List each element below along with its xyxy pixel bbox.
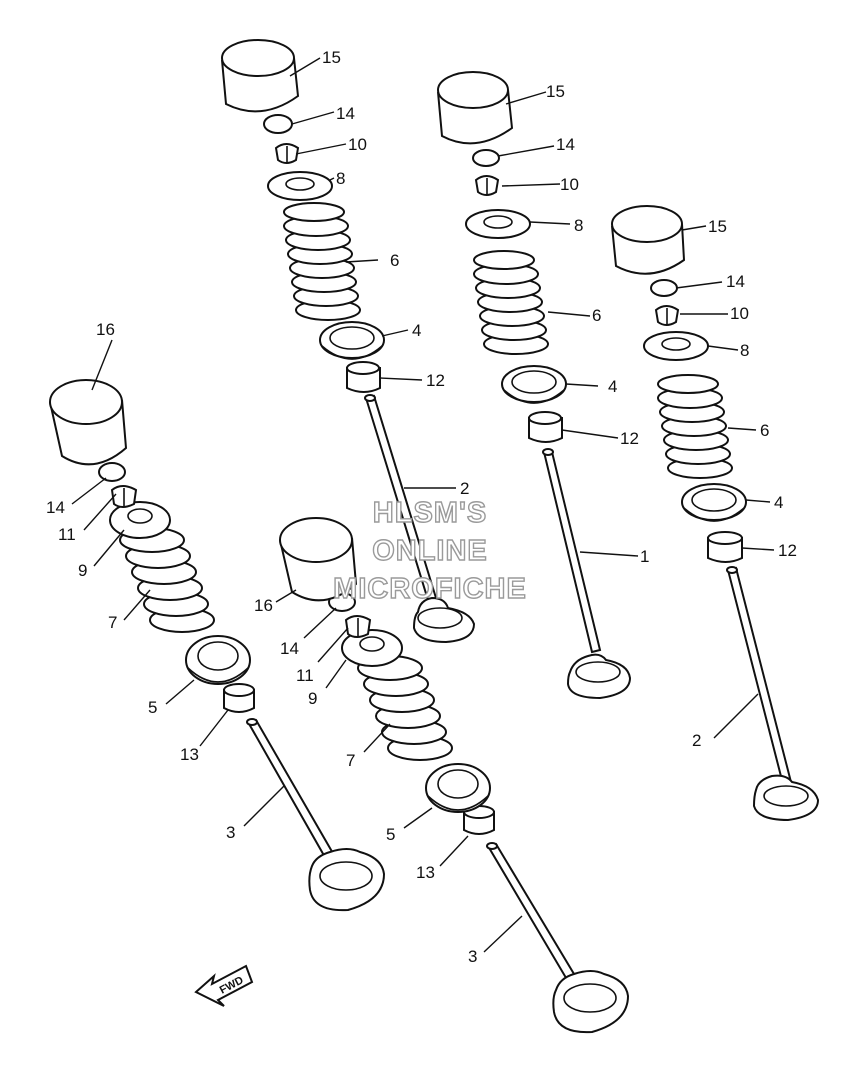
label-5-d: 5 [148, 698, 157, 717]
valve-seal-12-c [707, 531, 743, 563]
label-2-c: 2 [692, 731, 701, 750]
label-3-e: 3 [468, 947, 477, 966]
valve-3-e [486, 842, 630, 1034]
shim-14-a [263, 114, 293, 134]
watermark-line-3: MICROFICHE [333, 573, 527, 605]
lifter-16-e [279, 517, 358, 602]
label-9-e: 9 [308, 689, 317, 708]
valve-assembly-b: 15 14 10 8 6 4 12 1 [437, 71, 649, 700]
label-16-d: 16 [96, 320, 115, 339]
label-9-d: 9 [78, 561, 87, 580]
label-12-a: 12 [426, 371, 445, 390]
spring-7-e [357, 655, 453, 761]
label-13-d: 13 [180, 745, 199, 764]
label-15-c: 15 [708, 217, 727, 236]
label-14-e: 14 [280, 639, 299, 658]
label-14-d: 14 [46, 498, 65, 517]
label-8-b: 8 [574, 216, 583, 235]
cotter-11-e [344, 615, 372, 638]
label-16-e: 16 [254, 596, 273, 615]
watermark-line-2: ONLINE [372, 535, 488, 567]
label-15-b: 15 [546, 82, 565, 101]
cotter-10-b [474, 175, 500, 196]
label-7-d: 7 [108, 613, 117, 632]
cotter-10-c [654, 305, 680, 326]
valve-seal-13-d [223, 683, 255, 713]
shim-14-d [98, 462, 126, 482]
label-6-a: 6 [390, 251, 399, 270]
valve-assembly-e: 16 14 11 9 7 5 13 3 [254, 517, 630, 1034]
label-14-c: 14 [726, 272, 745, 291]
lifter-15-c [611, 205, 686, 275]
label-12-b: 12 [620, 429, 639, 448]
spring-6-a [283, 202, 361, 321]
spring-seat-5-e [425, 763, 491, 813]
lifter-15-b [437, 71, 514, 145]
lifter-15-a [221, 39, 300, 113]
valve-2-c [726, 566, 820, 822]
valve-1-b [542, 448, 632, 700]
label-4-a: 4 [412, 321, 421, 340]
fwd-arrow-icon: FWD [194, 964, 254, 1007]
spring-seat-4-c [681, 483, 747, 522]
watermark-line-1: HLSM'S [373, 497, 487, 529]
retainer-8-c [643, 331, 709, 361]
lifter-16-d [49, 379, 128, 466]
retainer-9-e [341, 629, 403, 667]
label-1-b: 1 [640, 547, 649, 566]
retainer-9-d [109, 501, 171, 539]
spring-6-b [473, 250, 549, 355]
retainer-8-a [267, 171, 333, 201]
valve-2-a [364, 394, 476, 644]
label-8-a: 8 [336, 169, 345, 188]
label-3-d: 3 [226, 823, 235, 842]
label-14-b: 14 [556, 135, 575, 154]
spring-seat-4-a [319, 321, 385, 360]
label-8-c: 8 [740, 341, 749, 360]
label-13-e: 13 [416, 863, 435, 882]
shim-14-b [472, 149, 500, 167]
label-11-d: 11 [58, 525, 76, 544]
retainer-8-b [465, 209, 531, 239]
label-10-a: 10 [348, 135, 367, 154]
valve-assembly-a: 15 14 10 8 6 4 12 2 [221, 39, 476, 644]
spring-7-d [119, 527, 215, 633]
label-10-c: 10 [730, 304, 749, 323]
label-11-e: 11 [296, 666, 314, 685]
spring-seat-5-d [185, 635, 251, 685]
cotter-10-a [274, 143, 300, 164]
valve-seal-12-a [346, 361, 381, 393]
label-12-c: 12 [778, 541, 797, 560]
label-4-c: 4 [774, 493, 783, 512]
watermark: HLSM'S ONLINE MICROFICHE [332, 496, 527, 605]
cotter-11-d [110, 485, 138, 508]
label-5-e: 5 [386, 825, 395, 844]
label-4-b: 4 [608, 377, 617, 396]
valve-assembly-c: 15 14 10 8 6 4 12 2 [611, 205, 820, 822]
shim-14-c [650, 279, 678, 297]
label-10-b: 10 [560, 175, 579, 194]
label-7-e: 7 [346, 751, 355, 770]
spring-6-c [657, 374, 733, 479]
valve-assembly-d: 16 14 11 9 7 5 13 3 [46, 320, 386, 912]
label-6-b: 6 [592, 306, 601, 325]
label-6-c: 6 [760, 421, 769, 440]
spring-seat-4-b [501, 365, 567, 404]
label-15-a: 15 [322, 48, 341, 67]
valve-3-d [246, 718, 386, 912]
valve-seal-12-b [528, 411, 563, 443]
label-2-a: 2 [460, 479, 469, 498]
label-14-a: 14 [336, 104, 355, 123]
